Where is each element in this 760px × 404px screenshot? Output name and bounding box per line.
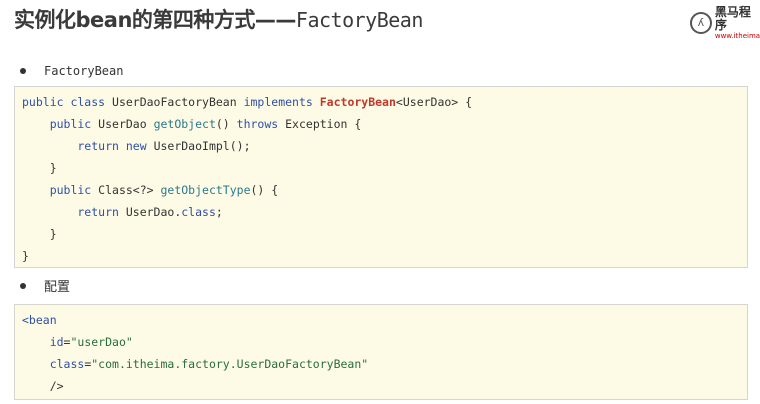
logo-horse-icon: ʎ	[690, 12, 712, 34]
code-token: implements	[243, 95, 320, 109]
code-token: FactoryBean	[319, 95, 396, 109]
code-token: =	[63, 335, 71, 349]
code-line: public class UserDaoFactoryBean implemen…	[22, 91, 747, 113]
code-token: throws	[236, 117, 286, 131]
code-token: Class<?>	[98, 183, 161, 197]
code-token: ()	[215, 117, 237, 131]
code-token: }	[22, 227, 57, 241]
page-title: 实例化bean的第四种方式——FactoryBean	[14, 4, 423, 34]
code-token: Exception {	[285, 117, 362, 131]
bullet-dot-icon	[20, 68, 26, 74]
code-line: <bean	[22, 309, 747, 331]
code-line: class="com.itheima.factory.UserDaoFactor…	[22, 353, 747, 375]
bullet-factorybean: FactoryBean	[20, 64, 123, 78]
code-line: />	[22, 375, 747, 397]
code-token: =	[84, 357, 92, 371]
code-token: getObjectType	[160, 183, 251, 197]
code-token: UserDao.	[125, 205, 182, 219]
bullet-config: 配置	[20, 276, 70, 295]
logo-url: www.itheima.	[714, 32, 760, 40]
code-token: }	[22, 161, 57, 175]
code-token: getObject	[153, 117, 216, 131]
bullet-label: FactoryBean	[44, 64, 124, 78]
code-token: "userDao"	[70, 335, 133, 349]
bullet-dot-icon	[20, 282, 26, 289]
code-token: public	[22, 183, 99, 197]
code-token: UserDao	[98, 117, 154, 131]
code-line: public Class<?> getObjectType() {	[22, 179, 747, 201]
code-token: <bean	[22, 313, 57, 327]
logo-text: 黑马程序	[714, 5, 751, 32]
code-token: }	[22, 249, 29, 263]
code-token: return	[22, 205, 126, 219]
code-line: public UserDao getObject() throws Except…	[22, 113, 747, 135]
java-code-block: public class UserDaoFactoryBean implemen…	[14, 86, 748, 268]
code-token: class	[22, 357, 85, 371]
bullet-label: 配置	[44, 280, 71, 295]
code-line: return new UserDaoImpl();	[22, 135, 747, 157]
code-line: }	[22, 245, 747, 267]
code-line: }	[22, 157, 747, 179]
code-token: return new	[22, 139, 154, 153]
title-chinese: 实例化bean的第四种方式——	[14, 8, 296, 32]
code-token: <UserDao> {	[395, 95, 473, 109]
code-token: public class	[22, 95, 113, 109]
code-token: public	[22, 117, 99, 131]
code-token: class	[181, 205, 216, 219]
code-line: }	[22, 223, 747, 245]
code-token: () {	[250, 183, 279, 197]
xml-code-block: <bean id="userDao" class="com.itheima.fa…	[14, 304, 748, 400]
code-token: "com.itheima.factory.UserDaoFactoryBean"	[91, 357, 369, 371]
code-token: UserDaoImpl();	[153, 139, 251, 153]
code-token: />	[22, 379, 64, 393]
code-line: return UserDao.class;	[22, 201, 747, 223]
code-token: ;	[215, 205, 223, 219]
title-english: FactoryBean	[295, 8, 423, 32]
code-line: id="userDao"	[22, 331, 747, 353]
code-token: id	[22, 335, 64, 349]
code-token: UserDaoFactoryBean	[112, 95, 244, 109]
